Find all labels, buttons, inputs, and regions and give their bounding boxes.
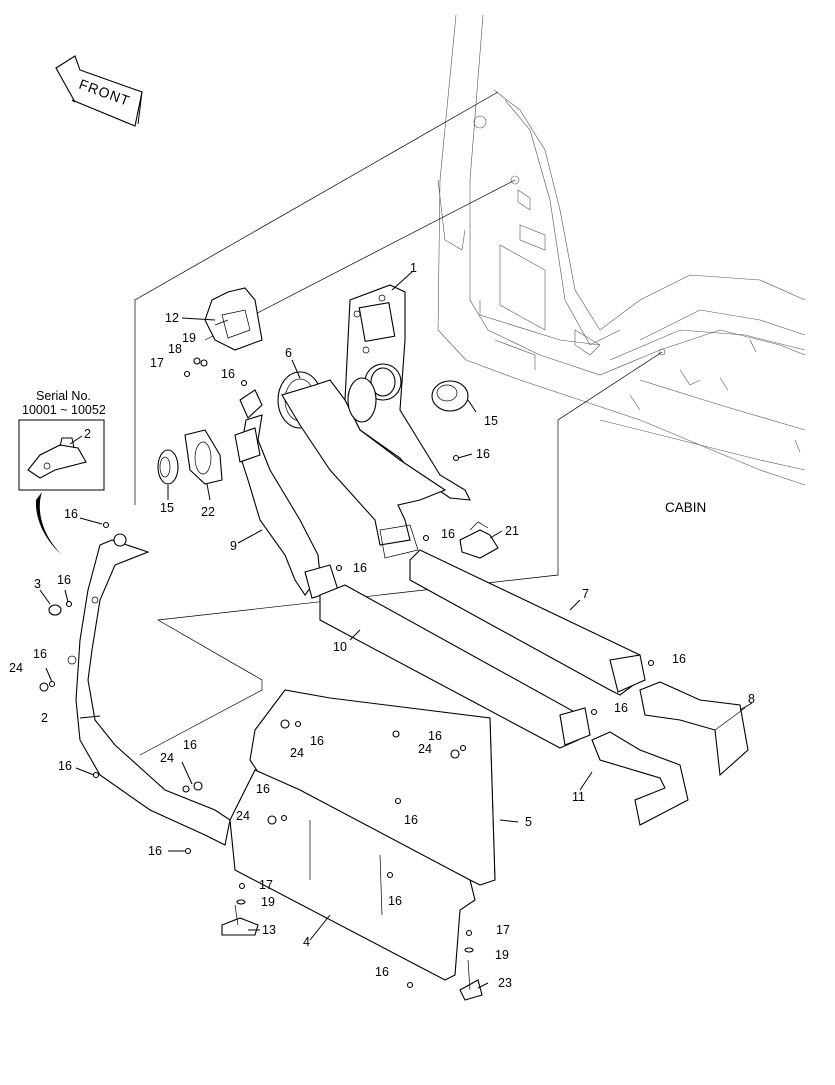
callout-16-10: 16	[58, 759, 72, 773]
callout-16-17: 16	[388, 894, 402, 908]
callout-2: 2	[41, 711, 48, 725]
callout-15-right: 15	[484, 414, 498, 428]
main-duct	[281, 377, 447, 546]
part-11-elbow	[591, 731, 689, 826]
callout-22: 22	[201, 505, 215, 519]
part-10-duct	[319, 584, 591, 749]
part-9-duct	[234, 389, 339, 599]
callout-13: 13	[262, 923, 276, 937]
callout-16-12: 16	[310, 734, 324, 748]
callout-16-3: 16	[441, 527, 455, 541]
callout-16-16: 16	[148, 844, 162, 858]
callout-11: 11	[572, 790, 585, 804]
part-21-bracket	[459, 521, 499, 559]
part-22-funnel	[184, 429, 223, 485]
callout-24-3: 24	[290, 746, 304, 760]
callout-18: 18	[168, 342, 182, 356]
callout-24-1: 24	[9, 661, 23, 675]
part-15-cap-right	[431, 380, 469, 412]
callout-16-14: 16	[404, 813, 418, 827]
part-12-bracket	[204, 287, 263, 351]
callout-19-3: 19	[495, 948, 509, 962]
callout-24-4: 24	[418, 742, 432, 756]
callout-24-5: 24	[236, 809, 250, 823]
part-8-elbow	[639, 681, 749, 777]
callout-4: 4	[303, 935, 310, 949]
callout-23: 23	[498, 976, 512, 990]
callout-16-8: 16	[57, 573, 71, 587]
callout-3: 3	[34, 577, 41, 591]
callout-16-4: 16	[353, 561, 367, 575]
callout-16-18: 16	[375, 965, 389, 979]
callout-17-2: 17	[259, 878, 273, 892]
part-15-cap-left	[157, 449, 179, 485]
callouts: 1 2 3 4 5 6 7 8 9 10 11 12 13 15 15 16 1…	[9, 261, 755, 990]
callout-17-3: 17	[496, 923, 510, 937]
callout-16-13: 16	[428, 729, 442, 743]
part-3-knob	[48, 604, 62, 616]
callout-19-1: 19	[182, 331, 196, 345]
leader-lines	[39, 271, 753, 989]
callout-19-2: 19	[261, 895, 275, 909]
serial-inset-range: 10001 ~ 10052	[22, 403, 106, 417]
part-2-side-panel	[67, 533, 231, 846]
callout-16-15: 16	[256, 782, 270, 796]
callout-24-2: 24	[160, 751, 174, 765]
callout-6: 6	[285, 346, 292, 360]
callout-16-7: 16	[64, 507, 78, 521]
callout-16-11: 16	[183, 738, 197, 752]
part-5-panel	[249, 689, 496, 886]
fasteners	[39, 357, 655, 989]
part-4-lower-panel	[229, 769, 476, 981]
callout-12: 12	[165, 311, 179, 325]
serial-inset: Serial No. 10001 ~ 10052 2	[18, 389, 106, 555]
callout-15-left: 15	[160, 501, 174, 515]
callout-7: 7	[582, 587, 589, 601]
callout-16-5: 16	[672, 652, 686, 666]
front-arrow: FRONT	[55, 55, 143, 127]
callout-16-1: 16	[221, 367, 235, 381]
callout-17-1: 17	[150, 356, 164, 370]
cabin-frame	[437, 14, 806, 486]
callout-10: 10	[333, 640, 347, 654]
part-23-bracket	[459, 959, 483, 1001]
callout-9: 9	[230, 539, 237, 553]
callout-16-2: 16	[476, 447, 490, 461]
callout-21: 21	[505, 524, 519, 538]
callout-8: 8	[748, 692, 755, 706]
serial-inset-title: Serial No.	[36, 389, 91, 403]
callout-16-6: 16	[614, 701, 628, 715]
part-7-long-duct	[379, 524, 646, 696]
part-13-bracket	[221, 904, 259, 936]
cabin-label: CABIN	[665, 500, 706, 515]
serial-inset-part-number: 2	[84, 427, 91, 441]
callout-1: 1	[410, 261, 417, 275]
callout-16-9: 16	[33, 647, 47, 661]
callout-5: 5	[525, 815, 532, 829]
